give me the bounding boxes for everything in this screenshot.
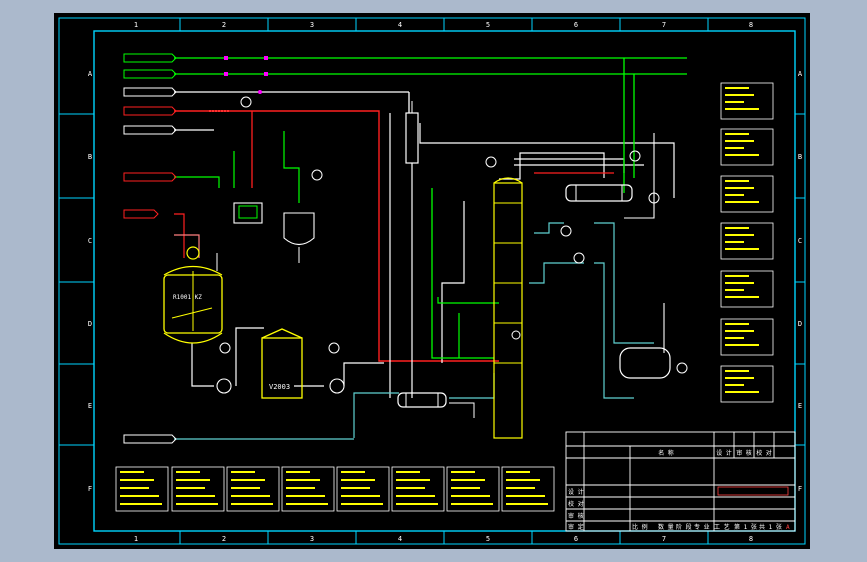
cyan-reflux-1 (534, 222, 564, 234)
reactor-outlet (191, 343, 214, 387)
row-label-b-right: B (798, 153, 802, 161)
pump1-discharge (235, 327, 264, 386)
drawing-sheet: 1 2 3 4 5 6 7 8 1 2 3 4 5 6 7 8 A B C D … (54, 13, 810, 549)
col-label-4: 4 (398, 21, 402, 29)
green-column-feed-1 (431, 188, 494, 359)
cyan-receiver-outlet (594, 262, 634, 399)
title-block-label-review: 审 核 (568, 512, 584, 520)
title-block-revision: A (786, 524, 790, 531)
title-block-label-check: 校 对 (568, 500, 584, 508)
inner-frame (93, 30, 796, 532)
title-block-scale: 比 例 (632, 523, 648, 531)
col-label-3: 3 (310, 21, 314, 29)
pumps (216, 378, 345, 394)
head-tank (283, 212, 315, 263)
reactor-vessel (163, 246, 223, 344)
header-valve-2 (264, 56, 268, 60)
receiver-tank (619, 347, 671, 379)
metering-tank (233, 202, 263, 224)
header-valve-4 (264, 72, 268, 76)
header-valve-1 (224, 56, 228, 60)
distillation-column (493, 177, 523, 439)
condenser (565, 184, 633, 202)
row-label-d-right: D (798, 320, 802, 328)
reactor-tag: R1001 KZ (173, 294, 202, 301)
cyan-reflux-2 (529, 262, 584, 284)
spec-box-content (725, 87, 759, 393)
col-label-8-bottom: 8 (749, 535, 753, 543)
col-label-5: 5 (486, 21, 490, 29)
row-label-a-right: A (798, 70, 803, 78)
col-label-2-bottom: 2 (222, 535, 226, 543)
equipment-spec-boxes (720, 82, 774, 403)
row-label-e: E (88, 402, 92, 410)
title-block (565, 431, 796, 532)
row-label-c-right: C (798, 237, 802, 245)
title-block-header-design: 设 计 (716, 449, 732, 457)
line-labels (123, 53, 177, 444)
title-block-process: 工 艺 (714, 523, 730, 531)
red-steam-line (174, 110, 499, 362)
green-column-feed-2 (437, 297, 499, 304)
pump2-discharge (343, 362, 384, 386)
column-overhead-1 (499, 152, 605, 180)
pink-reactor-feed (174, 234, 200, 258)
title-block-qty: 数 量 (658, 523, 674, 531)
title-block-header-review: 审 核 (736, 449, 752, 457)
title-block-sheet-total: 共 1 张 (759, 523, 782, 531)
col-label-7: 7 (662, 21, 666, 29)
cyan-reboiler-line (449, 373, 495, 399)
title-block-drawing-name-box (717, 486, 789, 496)
row-label-a: A (88, 70, 93, 78)
title-block-label-approve: 审 定 (568, 523, 584, 531)
row-label-e-right: E (798, 402, 802, 410)
storage-tank (261, 328, 303, 399)
title-block-sheet-no: 第 1 张 (734, 523, 757, 531)
white-column-line (441, 201, 465, 363)
bottom-spec-boxes (115, 466, 555, 512)
grid-ticks (59, 18, 805, 544)
col-label-1-bottom: 1 (134, 535, 138, 543)
process-flow-diagram: 1 2 3 4 5 6 7 8 1 2 3 4 5 6 7 8 A B C D … (58, 17, 806, 545)
red-reactor-feed (174, 213, 185, 258)
white-right-line (624, 133, 655, 219)
reboiler-drain (449, 402, 475, 418)
instrument-bubbles (219, 96, 688, 374)
top-heat-exchanger (405, 101, 419, 164)
title-block-discipline: 专 业 (694, 523, 710, 531)
storage-tank-tag: V2003 (269, 383, 290, 391)
title-block-name-header: 名 称 (658, 449, 674, 457)
overhead-vapor-line (419, 123, 675, 198)
green-feed-line (174, 176, 220, 188)
col-label-8: 8 (749, 21, 753, 29)
outer-frame (58, 17, 806, 545)
col-label-7-bottom: 7 (662, 535, 666, 543)
col-label-4-bottom: 4 (398, 535, 402, 543)
row-label-d: D (88, 320, 92, 328)
reflux-drums (560, 225, 585, 264)
row-label-f: F (88, 485, 92, 493)
header-valve-3 (224, 72, 228, 76)
title-block-header-check: 校 对 (756, 449, 772, 457)
col-label-5-bottom: 5 (486, 535, 490, 543)
row-label-b: B (88, 153, 92, 161)
valve-white-feed (258, 90, 262, 94)
reboiler (397, 392, 447, 408)
green-branch-2 (283, 131, 300, 203)
cyan-receiver-feed (594, 222, 654, 344)
title-block-phase: 阶 段 (676, 523, 692, 531)
col-label-3-bottom: 3 (310, 535, 314, 543)
cyan-bottom-line-1 (353, 392, 399, 438)
title-block-label-design: 设 计 (568, 488, 584, 496)
col-label-1: 1 (134, 21, 138, 29)
column-overhead-2 (514, 158, 625, 173)
col-label-6-bottom: 6 (574, 535, 578, 543)
bottom-spec-content (120, 471, 548, 505)
col-label-2: 2 (222, 21, 226, 29)
col-label-6: 6 (574, 21, 578, 29)
row-label-f-right: F (798, 485, 802, 493)
row-label-c: C (88, 237, 92, 245)
